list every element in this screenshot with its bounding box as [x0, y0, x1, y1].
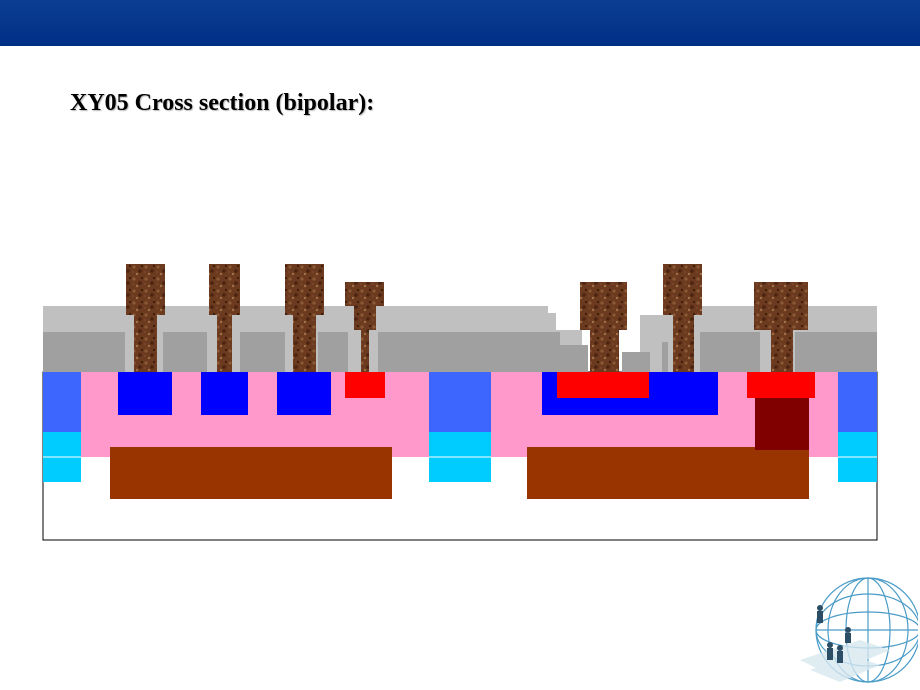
implant-red-3: [747, 372, 815, 398]
metal-contact-1: [126, 264, 165, 372]
metal-contacts: [126, 264, 808, 372]
metal-contact-7: [754, 282, 808, 372]
buried-layer-right: [527, 447, 809, 499]
globe-logo-icon: [800, 577, 918, 683]
metal-contact-3: [285, 264, 324, 372]
isolation-mid: [429, 372, 491, 432]
metal-contact-6: [663, 264, 702, 372]
collector-plug: [755, 398, 809, 450]
buried-layer-left: [110, 447, 392, 499]
implant-red-2: [557, 372, 649, 398]
isolation-right: [838, 372, 877, 432]
slide-title: XY05 Cross section (bipolar):: [70, 90, 375, 116]
metal-contact-2: [209, 264, 240, 372]
implant-blue-2: [201, 372, 248, 415]
oxide-lower: [43, 332, 877, 372]
implant-red-1: [345, 372, 385, 398]
metal-contact-5: [580, 282, 627, 372]
isolation-left: [43, 372, 81, 432]
header-bar: [0, 0, 920, 46]
implant-blue-1: [118, 372, 172, 415]
metal-contact-4: [345, 282, 384, 372]
implant-blue-3: [277, 372, 331, 415]
